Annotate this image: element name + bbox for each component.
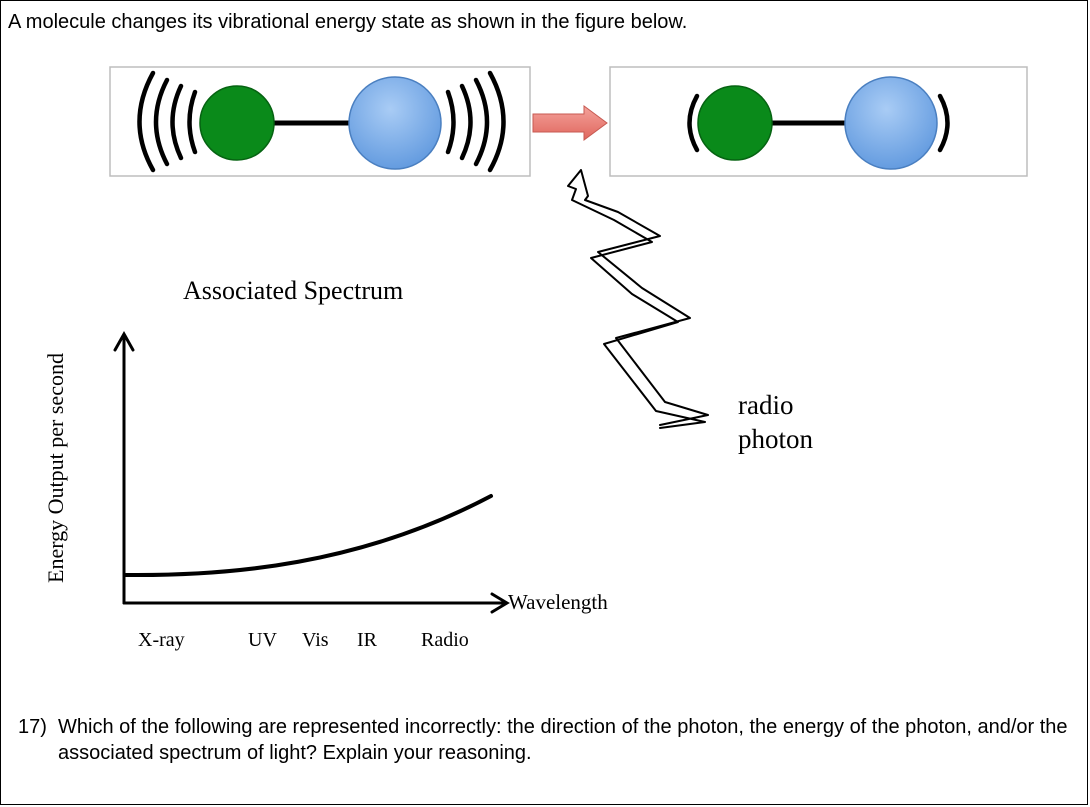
photon-squiggle — [567, 169, 709, 429]
question-text-block: 17) Which of the following are represent… — [18, 714, 1078, 766]
tick-label-radio: Radio — [421, 629, 469, 651]
small-atom-right — [697, 85, 773, 161]
photon-label: radio photon — [738, 388, 878, 456]
spectrum-axes — [113, 330, 510, 614]
vibration-line-relaxed-right — [937, 93, 950, 153]
large-atom-right — [844, 76, 938, 170]
small-atom-left — [199, 85, 275, 161]
spectrum-title: Associated Spectrum — [183, 276, 404, 305]
vibration-lines-left — [137, 70, 198, 173]
tick-label-uv: UV — [248, 629, 277, 651]
intro-text: A molecule changes its vibrational energ… — [8, 11, 688, 33]
spectrum-curve — [124, 494, 493, 578]
photon-label-line2: photon — [738, 424, 814, 454]
tick-label-vis: Vis — [302, 629, 329, 651]
tick-label-ir: IR — [357, 629, 377, 651]
photon-label-line1: radio — [738, 390, 794, 420]
spectrum-x-axis-label: Wavelength — [508, 590, 608, 614]
question-body: Which of the following are represented i… — [58, 716, 1068, 764]
transition-arrow — [532, 105, 608, 141]
large-atom-left — [348, 76, 442, 170]
question-number: 17) — [18, 716, 47, 738]
tick-label-xray: X-ray — [138, 629, 185, 651]
vibration-line-relaxed-left — [687, 93, 700, 153]
spectrum-y-axis-label: Energy Output per second — [43, 353, 68, 583]
vibration-lines-right — [445, 70, 506, 173]
